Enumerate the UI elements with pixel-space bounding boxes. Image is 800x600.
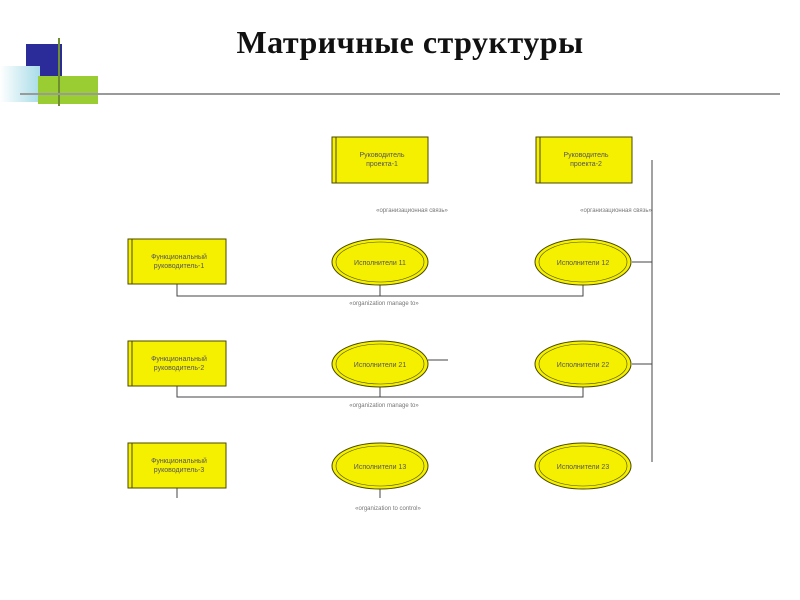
functional-manager-1-line2: руководитель-1: [154, 263, 205, 270]
edge-label-functional-1: «organization manage to»: [349, 301, 419, 307]
executor-13: Исполнители 13: [331, 442, 429, 490]
edge-label-functional-3: «organization to control»: [355, 506, 421, 512]
executor-21: Исполнители 21: [331, 340, 429, 388]
executor-13-label: Исполнители 13: [354, 464, 407, 471]
functional-manager-1: Функциональный руководитель-1: [127, 238, 227, 285]
executor-22-label: Исполнители 22: [557, 362, 610, 369]
edge-label-project-2: «организационная связь»: [580, 208, 652, 214]
edge-label-project-1: «организационная связь»: [376, 208, 448, 214]
executor-12: Исполнители 12: [534, 238, 632, 286]
functional-manager-3: Функциональный руководитель-3: [127, 442, 227, 489]
project-manager-1-line2: проекта-1: [366, 161, 398, 168]
executor-11-label: Исполнители 11: [354, 260, 406, 267]
project-manager-1: Руководитель проекта-1: [331, 136, 429, 184]
project-manager-1-line1: Руководитель: [359, 152, 404, 159]
project-manager-2-line1: Руководитель: [563, 152, 608, 159]
functional-manager-3-line1: Функциональный: [151, 457, 207, 465]
decor-green-square: [38, 76, 98, 104]
functional-manager-2-line1: Функциональный: [151, 355, 207, 363]
decor-cyan-square: [0, 66, 40, 102]
slide-title: Матричные структуры: [236, 24, 584, 60]
connector-lines: [176, 160, 653, 498]
executor-21-label: Исполнители 21: [354, 362, 407, 369]
functional-manager-1-line1: Функциональный: [151, 253, 207, 261]
project-manager-2-line2: проекта-2: [570, 161, 602, 168]
executor-11: Исполнители 11: [331, 238, 429, 286]
executor-23-label: Исполнители 23: [557, 464, 610, 471]
functional-manager-2-line2: руководитель-2: [154, 365, 205, 372]
executor-23: Исполнители 23: [534, 442, 632, 490]
executor-22: Исполнители 22: [534, 340, 632, 388]
decor-vertical-line: [58, 38, 60, 106]
executor-12-label: Исполнители 12: [557, 260, 610, 267]
decor-horizontal-line: [20, 93, 780, 95]
edge-label-functional-2: «organization manage to»: [349, 403, 419, 409]
project-manager-2: Руководитель проекта-2: [535, 136, 633, 184]
functional-manager-3-line2: руководитель-3: [154, 467, 205, 474]
functional-manager-2: Функциональный руководитель-2: [127, 340, 227, 387]
